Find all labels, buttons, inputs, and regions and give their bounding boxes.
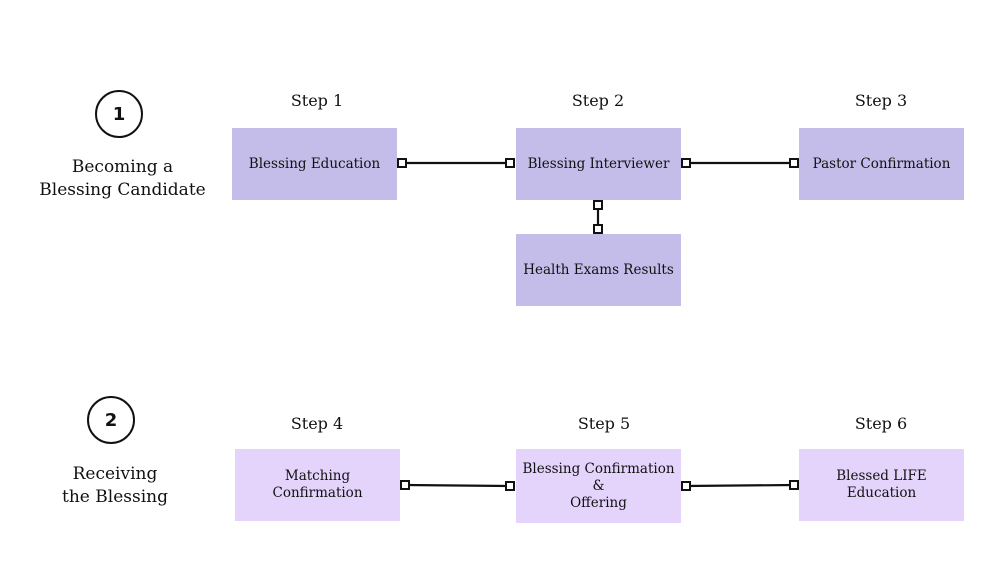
step-6-box: Blessed LIFE Education bbox=[799, 449, 964, 521]
phase-2-title: Receiving the Blessing bbox=[62, 464, 168, 507]
step-4-label: Step 4 bbox=[290, 414, 344, 433]
connector-endpoint bbox=[593, 224, 603, 234]
connector-endpoint bbox=[789, 480, 799, 490]
connector-endpoint bbox=[505, 481, 515, 491]
step-5-box: Blessing Confirmation & Offering bbox=[516, 449, 681, 523]
connector-step2-health bbox=[593, 200, 603, 234]
phase-1-title: Becoming a Blessing Candidate bbox=[39, 157, 206, 200]
connector-endpoint bbox=[400, 480, 410, 490]
step-1-label: Step 1 bbox=[290, 91, 344, 110]
connector-step1-step2 bbox=[397, 158, 515, 168]
connector-endpoint bbox=[681, 158, 691, 168]
connector-endpoint bbox=[397, 158, 407, 168]
connector-line bbox=[404, 483, 511, 488]
phase-1-number: 1 bbox=[112, 103, 126, 125]
phase-2-number: 2 bbox=[104, 409, 118, 431]
phase-1-number-circle: 1 bbox=[95, 90, 143, 138]
connector-endpoint bbox=[789, 158, 799, 168]
health-exams-box: Health Exams Results bbox=[516, 234, 681, 306]
connector-endpoint bbox=[593, 200, 603, 210]
step-3-box: Pastor Confirmation bbox=[799, 128, 964, 200]
connector-step5-step6 bbox=[681, 480, 799, 491]
step-3-label: Step 3 bbox=[854, 91, 908, 110]
phase-2-number-circle: 2 bbox=[87, 396, 135, 444]
connector-step2-step3 bbox=[681, 158, 799, 168]
connector-step4-step5 bbox=[400, 480, 515, 491]
step-4-box: Matching Confirmation bbox=[235, 449, 400, 521]
connector-line bbox=[685, 483, 795, 488]
step-2-box: Blessing Interviewer bbox=[516, 128, 681, 200]
step-5-label: Step 5 bbox=[577, 414, 631, 433]
step-6-label: Step 6 bbox=[854, 414, 908, 433]
step-2-label: Step 2 bbox=[571, 91, 625, 110]
connector-endpoint bbox=[505, 158, 515, 168]
connector-endpoint bbox=[681, 481, 691, 491]
step-1-box: Blessing Education bbox=[232, 128, 397, 200]
